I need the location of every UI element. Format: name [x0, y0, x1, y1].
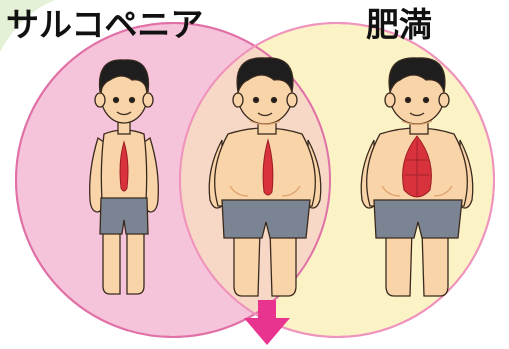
obesity-label: 肥満	[366, 8, 432, 41]
sarcopenia-label: サルコペニア	[6, 8, 203, 41]
